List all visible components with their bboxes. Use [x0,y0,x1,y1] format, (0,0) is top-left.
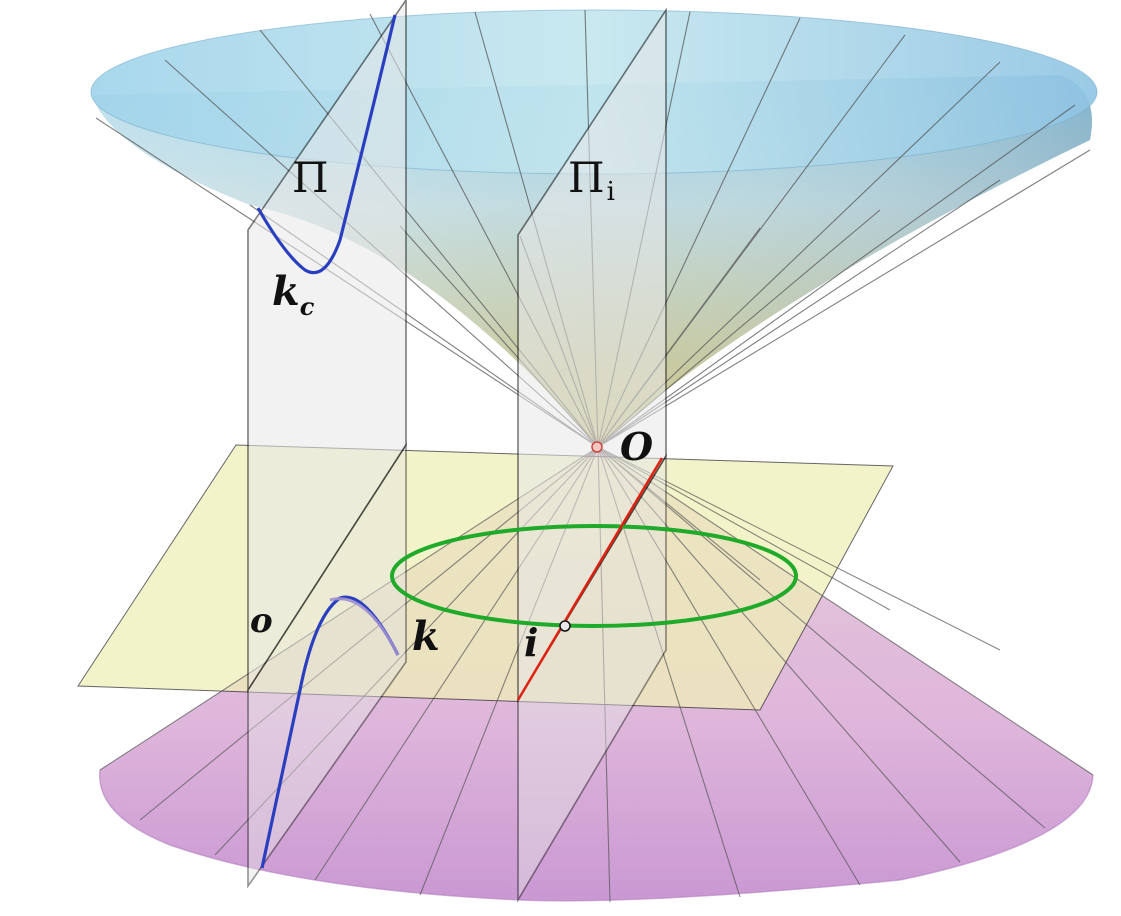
curve-kc [256,14,397,275]
plane-pi [247,0,407,889]
red-line-i [516,457,664,701]
vertex-point [591,441,603,453]
label-pi-i: Πi [568,153,615,207]
label-axis-o: o [250,601,273,641]
label-pi: Π [292,153,329,202]
label-k: k [412,613,440,660]
label-vertex-o: O [620,424,653,469]
label-kc: kc [272,268,315,321]
green-circle [390,524,798,628]
point-i-marker [559,620,571,632]
label-i: i [524,620,538,665]
horizontal-plane [77,444,894,711]
curve-k [260,595,400,869]
